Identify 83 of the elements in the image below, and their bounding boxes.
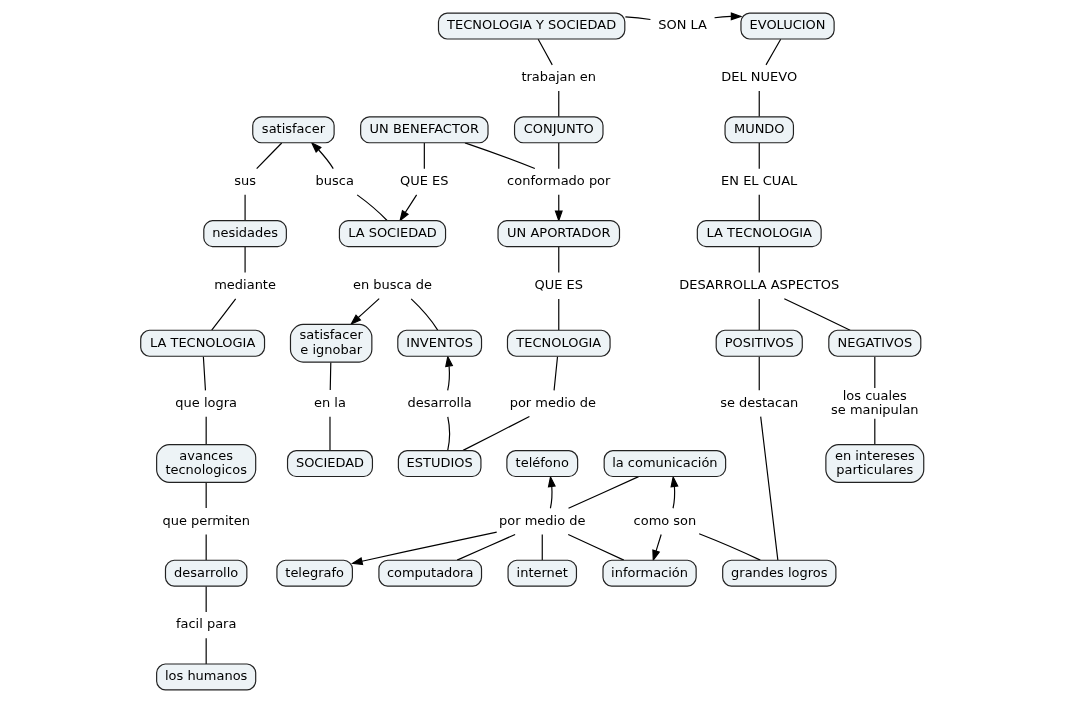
node-box: la comunicación (603, 449, 726, 478)
node-box: UN APORTADOR (496, 220, 620, 248)
connector (537, 38, 553, 66)
connector (758, 298, 760, 331)
node-text: por medio de (509, 394, 596, 410)
node-text: en la (313, 394, 346, 410)
node-box: información (601, 559, 697, 587)
connector (553, 356, 558, 391)
node-text: mediante (213, 276, 276, 292)
node-text: DESARROLLA ASPECTOS (678, 276, 839, 292)
connector (423, 142, 425, 170)
connector (202, 356, 206, 391)
arrow (651, 533, 662, 562)
node-text: desarrolla (407, 394, 472, 410)
connector (557, 298, 559, 331)
node-text: EN EL CUAL (720, 172, 797, 188)
node-box: POSITIVOS (715, 329, 803, 357)
connector (244, 246, 246, 273)
node-text: en busca de (352, 276, 432, 292)
node-box: TECNOLOGIA Y SOCIEDAD (437, 12, 625, 40)
node-box: EVOLUCION (739, 12, 835, 40)
node-box: avances tecnologicos (155, 444, 256, 483)
connector (758, 142, 760, 170)
node-box: UN BENEFACTOR (359, 116, 489, 144)
connector (410, 298, 438, 331)
node-text: que logra (174, 394, 237, 410)
arrow (349, 298, 380, 326)
node-box: SOCIEDAD (286, 449, 373, 478)
connector (758, 246, 760, 273)
connector (873, 356, 875, 389)
arrow (547, 475, 556, 509)
node-box: INVENTOS (396, 329, 482, 357)
connector (205, 637, 207, 665)
node-box: NEGATIVOS (827, 329, 921, 357)
node-text: que permiten (161, 512, 250, 528)
node-box: satisfacer e ignobar (289, 323, 372, 363)
node-text: sus (233, 172, 256, 188)
node-box: computadora (377, 559, 482, 587)
node-text: por medio de (498, 512, 585, 528)
connector (759, 416, 778, 561)
node-text: se destacan (719, 394, 798, 410)
node-text: trabajan en (520, 69, 596, 85)
node-text: los cuales se manipulan (830, 387, 919, 417)
arrow (444, 354, 453, 391)
node-box: grandes logros (721, 559, 836, 587)
connector (210, 298, 236, 331)
connector (557, 246, 559, 273)
node-box: LA SOCIEDAD (338, 220, 446, 248)
node-text: como son (633, 512, 696, 528)
connector (624, 16, 651, 21)
connector (764, 38, 781, 66)
connector (205, 533, 207, 561)
node-text: QUE ES (534, 276, 583, 292)
arrow (713, 12, 743, 21)
connector (557, 142, 559, 170)
node-box: internet (506, 559, 577, 587)
node-box: CONJUNTO (513, 116, 604, 144)
node-box: LA TECNOLOGIA (696, 220, 822, 248)
connector (567, 533, 624, 561)
arrow (310, 141, 334, 170)
node-text: facil para (175, 616, 236, 632)
arrow (398, 194, 417, 223)
node-box: telegrafo (275, 559, 353, 587)
node-box: satisfacer (251, 116, 335, 144)
connector (758, 356, 760, 391)
node-text: QUE ES (399, 172, 449, 188)
node-text: SON LA (657, 17, 707, 33)
connector (541, 533, 543, 561)
node-box: teléfono (505, 449, 578, 478)
node-box: LA TECNOLOGIA (139, 329, 265, 357)
node-text: conformado por (506, 172, 610, 188)
node-text: busca (315, 172, 354, 188)
arrow (669, 475, 679, 509)
arrow (350, 531, 497, 566)
node-box: desarrollo (164, 559, 247, 587)
node-box: en intereses particulares (824, 444, 924, 483)
node-box: MUNDO (723, 116, 794, 144)
node-box: TECNOLOGIA (506, 329, 611, 357)
node-box: nesidades (202, 220, 287, 248)
connector (255, 142, 282, 170)
node-box: los humanos (155, 663, 256, 691)
node-box: ESTUDIOS (397, 449, 482, 478)
node-text: DEL NUEVO (720, 69, 797, 85)
